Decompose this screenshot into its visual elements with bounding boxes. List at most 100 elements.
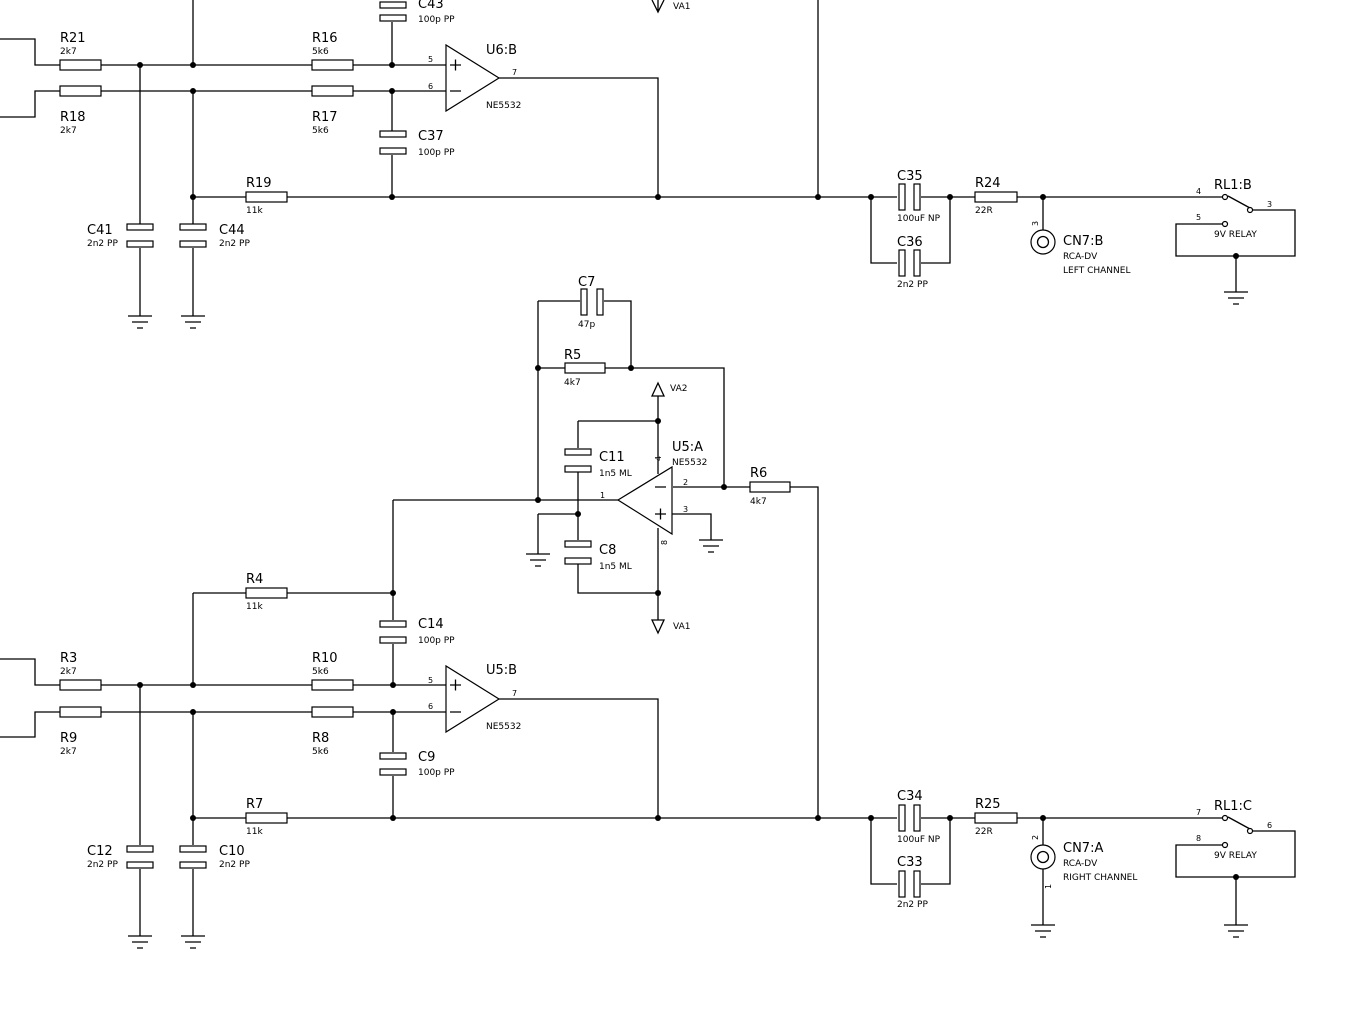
R10-ref: R10: [312, 651, 338, 666]
R17-ref: R17: [312, 110, 338, 125]
va1-label-top: VA1: [673, 2, 690, 12]
U5B-pin6: 6: [428, 702, 433, 711]
capacitor-C37: C37 100p PP: [379, 129, 455, 158]
capacitor-C44: C44 2n2 PP: [179, 223, 250, 249]
U5A-ref: U5:A: [672, 440, 703, 455]
va1-label-bottom: VA1: [673, 622, 690, 632]
U5A-pin1: 1: [600, 491, 605, 500]
C33-value: 2n2 PP: [897, 900, 928, 910]
capacitor-C14: C14 100p PP: [379, 617, 455, 646]
U5A-pin2: 2: [683, 478, 688, 487]
C7-value: 47p: [578, 320, 595, 330]
connector-CN7B: 3 CN7:B RCA-DV LEFT CHANNEL: [1030, 221, 1130, 276]
C11-value: 1n5 ML: [599, 469, 632, 479]
va1-supply-top: VA1: [651, 0, 690, 14]
capacitor-C11: C11 1n5 ML: [564, 448, 632, 479]
capacitor-C41: C41 2n2 PP: [87, 223, 154, 249]
CN7A-ref: CN7:A: [1063, 841, 1103, 856]
C44-ref: C44: [219, 223, 245, 238]
R5-ref: R5: [564, 348, 581, 363]
R8-ref: R8: [312, 731, 329, 746]
C35-ref: C35: [897, 169, 923, 184]
resistor-R6: R6 4k7: [749, 466, 791, 507]
R16-ref: R16: [312, 31, 338, 46]
C9-value: 100p PP: [418, 768, 455, 778]
CN7A-pin1: 1: [1044, 884, 1053, 889]
R7-value: 11k: [246, 827, 263, 837]
CN7B-value: RCA-DV: [1063, 252, 1098, 262]
va2-supply: VA2: [650, 381, 687, 397]
junction-dots: [137, 62, 1239, 880]
resistor-R17: R17 5k6: [311, 85, 354, 136]
va2-label: VA2: [670, 384, 687, 394]
U5A-value: NE5532: [672, 458, 707, 468]
RL1C-value: 9V RELAY: [1214, 851, 1257, 861]
CN7B-channel: LEFT CHANNEL: [1063, 266, 1130, 276]
R3-value: 2k7: [60, 667, 77, 677]
U6B-pin6: 6: [428, 82, 433, 91]
U5B-pin5: 5: [428, 676, 433, 685]
RL1B-pin4: 4: [1196, 187, 1201, 196]
C43-value: 100p PP: [418, 15, 455, 25]
resistor-R21: R21 2k7: [59, 31, 102, 71]
RL1B-ref: RL1:B: [1214, 178, 1252, 193]
capacitor-C7: C7 47p: [578, 275, 604, 330]
U6B-ref: U6:B: [486, 43, 517, 58]
C36-value: 2n2 PP: [897, 280, 928, 290]
resistor-R5: R5 4k7: [564, 348, 606, 388]
relay-RL1C: RL1:C 9V RELAY 7 8 6: [1196, 799, 1272, 861]
R9-ref: R9: [60, 731, 77, 746]
resistor-R25: R25 22R: [974, 797, 1018, 837]
C34-ref: C34: [897, 789, 923, 804]
R19-value: 11k: [246, 206, 263, 216]
C33-ref: C33: [897, 855, 923, 870]
R5-value: 4k7: [564, 378, 581, 388]
U5A-pin8: 8: [660, 540, 669, 545]
C8-value: 1n5 ML: [599, 562, 632, 572]
resistor-R16: R16 5k6: [311, 31, 354, 71]
U6B-value: NE5532: [486, 101, 521, 111]
connector-CN7A: 2 1 CN7:A RCA-DV RIGHT CHANNEL: [1030, 835, 1137, 889]
C36-ref: C36: [897, 235, 923, 250]
capacitor-C35: C35 100uF NP: [897, 169, 941, 224]
RL1C-pin6: 6: [1267, 821, 1272, 830]
resistor-R19: R19 11k: [245, 176, 288, 216]
R17-value: 5k6: [312, 126, 329, 136]
resistor-R18: R18 2k7: [59, 85, 102, 136]
C9-ref: C9: [418, 750, 435, 765]
R18-value: 2k7: [60, 126, 77, 136]
C41-value: 2n2 PP: [87, 239, 118, 249]
capacitor-C34: C34 100uF NP: [897, 789, 941, 845]
resistor-R7: R7 11k: [245, 797, 288, 837]
ground-symbols: [128, 291, 1248, 949]
capacitor-C10: C10 2n2 PP: [179, 844, 250, 870]
R6-ref: R6: [750, 466, 767, 481]
capacitor-C33: C33 2n2 PP: [897, 855, 928, 910]
opamp-U6B: U6:B NE5532 5 6 7: [428, 43, 521, 113]
C10-ref: C10: [219, 844, 245, 859]
C10-value: 2n2 PP: [219, 860, 250, 870]
RL1C-pin8: 8: [1196, 834, 1201, 843]
resistor-R4: R4 11k: [245, 572, 288, 612]
capacitor-C8: C8 1n5 ML: [564, 540, 632, 572]
resistor-R24: R24 22R: [974, 176, 1018, 216]
C41-ref: C41: [87, 223, 113, 238]
resistor-R9: R9 2k7: [59, 706, 102, 757]
C14-ref: C14: [418, 617, 444, 632]
U6B-pin5: 5: [428, 55, 433, 64]
U5B-ref: U5:B: [486, 663, 517, 678]
C34-value: 100uF NP: [897, 835, 941, 845]
C12-ref: C12: [87, 844, 113, 859]
R24-ref: R24: [975, 176, 1001, 191]
R21-ref: R21: [60, 31, 86, 46]
R16-value: 5k6: [312, 47, 329, 57]
R19-ref: R19: [246, 176, 272, 191]
R9-value: 2k7: [60, 747, 77, 757]
capacitor-C43: C43 100p PP: [379, 0, 455, 25]
U6B-pin7: 7: [512, 68, 517, 77]
resistor-R3: R3 2k7: [59, 651, 102, 691]
CN7A-channel: RIGHT CHANNEL: [1063, 873, 1137, 883]
va1-supply-bottom: VA1: [650, 619, 690, 635]
RL1C-ref: RL1:C: [1214, 799, 1252, 814]
R4-value: 11k: [246, 602, 263, 612]
